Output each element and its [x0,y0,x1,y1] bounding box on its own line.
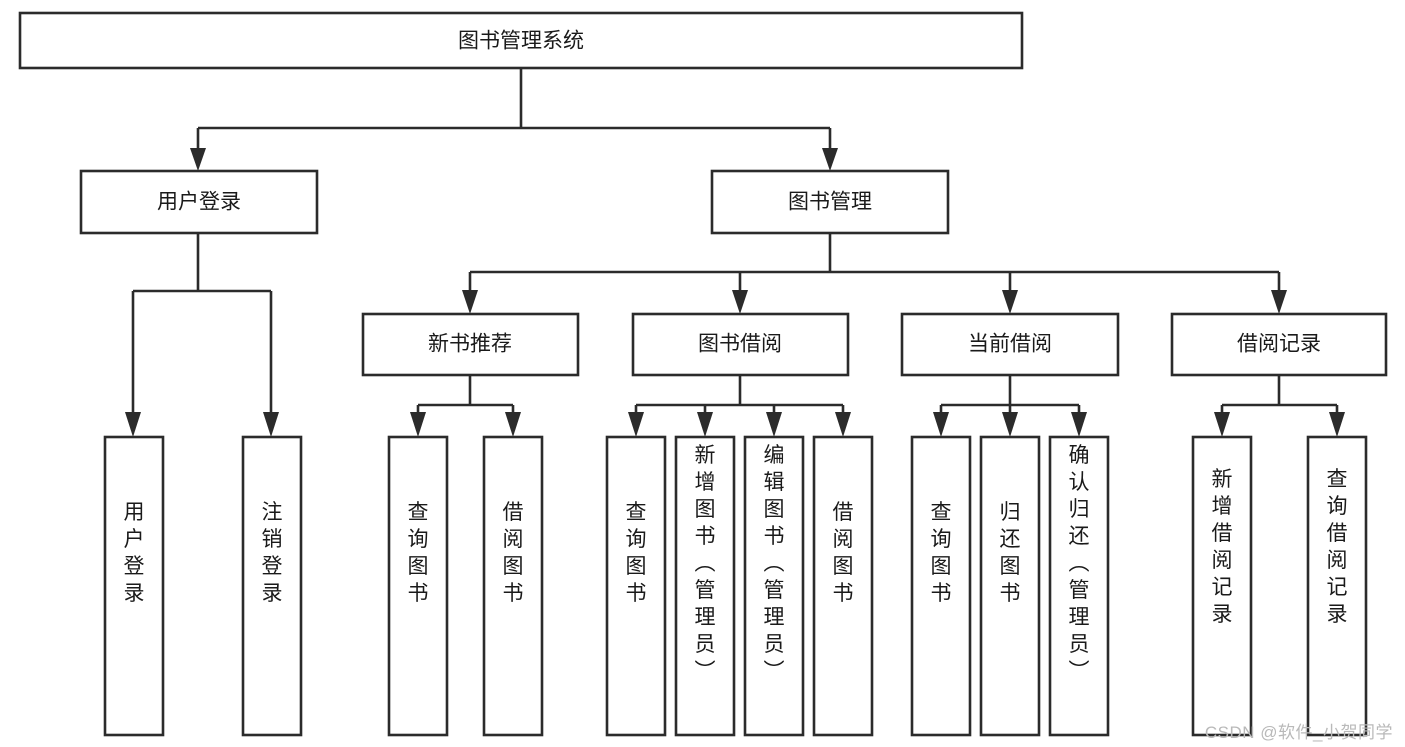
connector-layer [125,68,1345,437]
arrow-borrow-record-leaf-1 [1214,412,1230,437]
arrow-book-borrow-leaf-3 [766,412,782,437]
book-management-label: 图书管理 [788,191,872,214]
arrow-book-borrow-leaf-2 [697,412,713,437]
root-label: 图书管理系统 [458,30,584,53]
borrow-record-box[interactable] [1170,312,1388,377]
leaf-user-login-2[interactable]: 注销登录 [241,435,303,737]
leaf-book-borrow-1[interactable]: 查询图书 [605,435,667,737]
node-book-management[interactable]: 图书管理 [710,169,950,235]
arrow-to-user-login [190,148,206,171]
leaf-box[interactable] [103,435,165,737]
arrow-to-current-borrow [1002,290,1018,314]
leaf-label: 查询借阅记录 [1327,468,1348,626]
user-login-label: 用户登录 [157,191,241,214]
leaf-box[interactable] [482,435,544,737]
leaf-label: 注销登录 [262,501,283,605]
leaf-borrow-record-2[interactable]: 查询借阅记录 [1306,435,1368,737]
leaf-current-borrow-1[interactable]: 查询图书 [910,435,972,737]
leaf-book-borrow-2[interactable]: 新增图书︵管理员︶ [674,435,736,737]
leaf-label: 归还图书 [1000,501,1021,605]
leaf-label: 确认归还︵管理员︶ [1069,444,1090,683]
arrow-book-borrow-leaf-1 [628,412,644,437]
node-borrow-record[interactable]: 借阅记录 [1170,312,1388,377]
current-borrow-box[interactable] [900,312,1120,377]
book-borrow-label: 图书借阅 [698,333,782,356]
user-login-box[interactable] [79,169,319,235]
arrow-new-book-leaf-1 [410,412,426,437]
new-book-recommend-box[interactable] [361,312,580,377]
root-box[interactable] [18,11,1024,70]
arrow-user-login-leaf-2 [263,412,279,437]
arrow-borrow-record-leaf-2 [1329,412,1345,437]
book-management-box[interactable] [710,169,950,235]
leaf-label: 用户登录 [124,501,145,605]
current-borrow-label: 当前借阅 [968,333,1052,356]
node-new-book-recommend[interactable]: 新书推荐 [361,312,580,377]
leaf-user-login-1[interactable]: 用户登录 [103,435,165,737]
leaf-current-borrow-3[interactable]: 确认归还︵管理员︶ [1048,435,1110,737]
arrow-to-borrow-record [1271,290,1287,314]
leaf-new-book-recommend-2[interactable]: 借阅图书 [482,435,544,737]
arrow-user-login-leaf-1 [125,412,141,437]
leaf-box[interactable] [241,435,303,737]
leaf-box[interactable] [674,435,736,737]
arrow-current-borrow-leaf-2 [1002,412,1018,437]
leaf-label: 查询图书 [408,501,429,605]
leaf-current-borrow-2[interactable]: 归还图书 [979,435,1041,737]
node-book-borrow[interactable]: 图书借阅 [631,312,850,377]
leaf-borrow-record-1[interactable]: 新增借阅记录 [1191,435,1253,737]
arrow-book-borrow-leaf-4 [835,412,851,437]
arrow-new-book-leaf-2 [505,412,521,437]
leaf-label: 新增借阅记录 [1212,468,1233,626]
leaf-label: 新增图书︵管理员︶ [695,444,716,683]
leaf-label: 借阅图书 [503,501,524,605]
leaf-new-book-recommend-1[interactable]: 查询图书 [387,435,449,737]
arrow-to-book-borrow [732,290,748,314]
leaf-box[interactable] [387,435,449,737]
csdn-watermark: CSDN @软件_小贺同学 [1204,723,1393,742]
arrow-to-new-book [462,290,478,314]
arrow-current-borrow-leaf-3 [1071,412,1087,437]
leaf-box[interactable] [812,435,874,737]
leaf-book-borrow-4[interactable]: 借阅图书 [812,435,874,737]
leaf-book-borrow-3[interactable]: 编辑图书︵管理员︶ [743,435,805,737]
node-current-borrow[interactable]: 当前借阅 [900,312,1120,377]
node-user-login[interactable]: 用户登录 [79,169,319,235]
leaf-box[interactable] [743,435,805,737]
leaf-box[interactable] [1191,435,1253,737]
borrow-record-label: 借阅记录 [1237,333,1321,356]
leaf-box[interactable] [1306,435,1368,737]
new-book-recommend-label: 新书推荐 [428,333,512,356]
arrow-current-borrow-leaf-1 [933,412,949,437]
book-borrow-box[interactable] [631,312,850,377]
leaf-label: 查询图书 [626,501,647,605]
leaf-box[interactable] [910,435,972,737]
leaf-label: 查询图书 [931,501,952,605]
leaf-label: 编辑图书︵管理员︶ [764,444,785,683]
leaf-box[interactable] [1048,435,1110,737]
node-root[interactable]: 图书管理系统 [18,11,1024,70]
leaf-box[interactable] [605,435,667,737]
leaf-label: 借阅图书 [833,501,854,605]
arrow-to-book-mgmt [822,148,838,171]
leaf-box[interactable] [979,435,1041,737]
